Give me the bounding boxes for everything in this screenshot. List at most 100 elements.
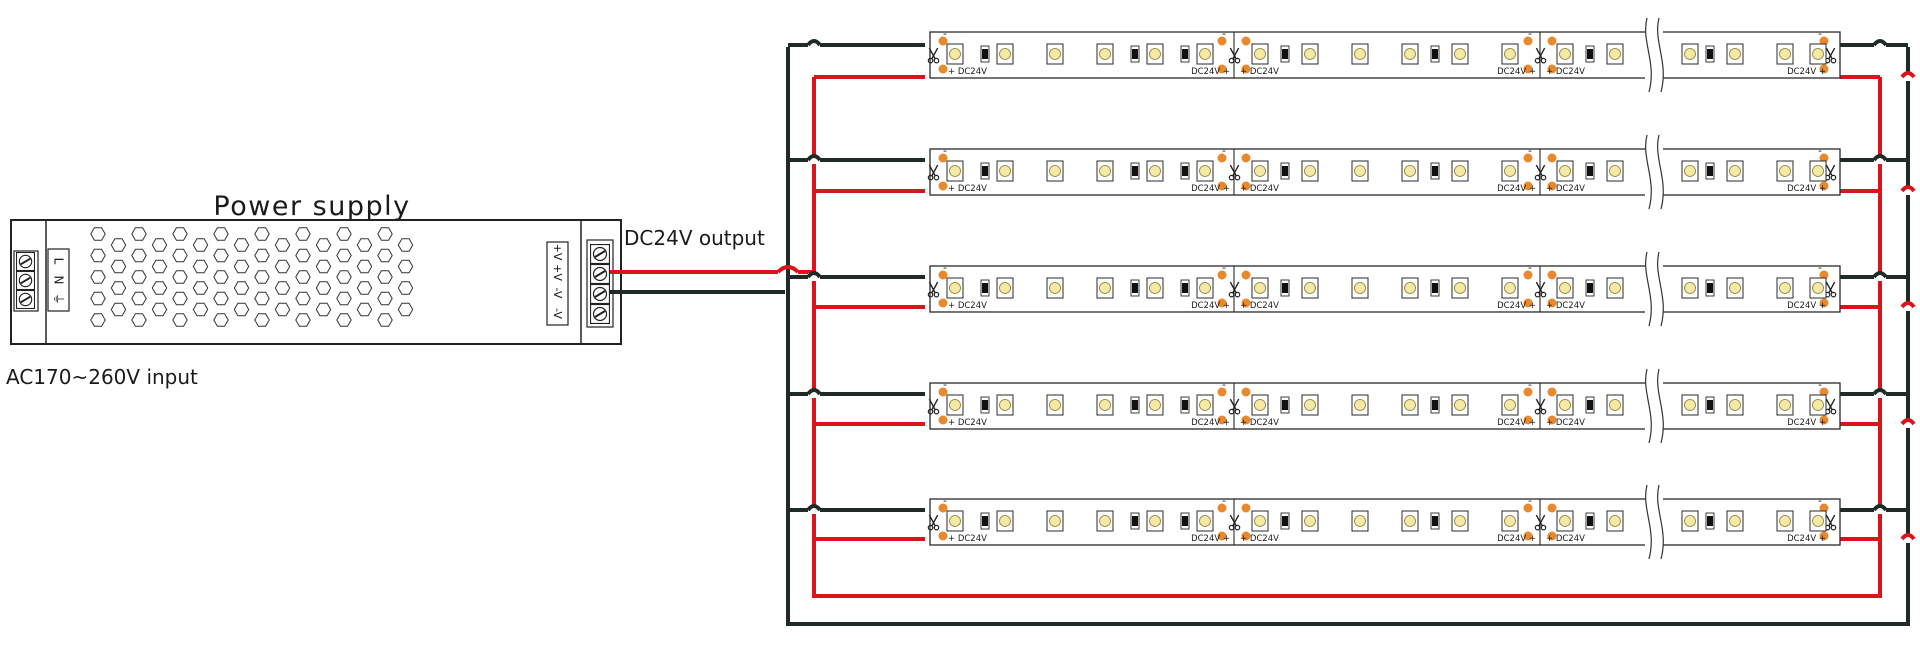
vent-hole <box>295 248 311 263</box>
strip-break-mark <box>1645 368 1652 444</box>
solder-pad <box>1241 64 1251 74</box>
wire-crossover <box>806 504 822 512</box>
led-dome <box>1354 48 1366 60</box>
solder-pad <box>1523 64 1533 74</box>
led-dome <box>1729 165 1741 177</box>
led-dome <box>1099 282 1111 294</box>
solder-pad <box>1819 270 1829 280</box>
led-dome <box>1779 48 1791 60</box>
solder-pad <box>938 298 948 308</box>
vent-hole <box>356 259 373 274</box>
strip-break-mark <box>1645 134 1652 210</box>
led-dome <box>1454 165 1466 177</box>
wire-crossover <box>806 271 822 279</box>
solder-pad <box>1547 531 1557 541</box>
minus-sign: - <box>1222 494 1226 507</box>
led-dome <box>1559 165 1571 177</box>
wiring <box>610 39 1916 626</box>
vent-hole <box>295 227 311 241</box>
vent-hole <box>110 302 127 317</box>
led-dome <box>1454 515 1466 527</box>
vent-hole <box>397 281 414 295</box>
led-strip-body <box>929 148 1841 196</box>
solder-pad <box>1217 153 1227 163</box>
solder-pad <box>1523 36 1533 46</box>
vent-hole <box>90 227 106 241</box>
voltage-label: + DC24V <box>1240 184 1279 194</box>
voltage-label: + DC24V <box>948 301 987 311</box>
solder-pad <box>1241 531 1251 541</box>
led-dome <box>1779 399 1791 411</box>
vent-hole <box>192 302 209 317</box>
led-dome <box>1504 399 1516 411</box>
led-dome <box>1254 399 1266 411</box>
solder-pad <box>1241 415 1251 425</box>
solder-pad <box>938 36 948 46</box>
led-dome <box>1729 48 1741 60</box>
vent-hole <box>151 238 168 252</box>
led-dome <box>1254 165 1266 177</box>
solder-pad <box>1523 181 1533 191</box>
dc-output-label: DC24V output <box>624 226 765 250</box>
minus-sign: - <box>943 378 947 391</box>
solder-pad <box>1547 415 1557 425</box>
ac-terminal-block <box>13 250 39 312</box>
solder-pad <box>1217 531 1227 541</box>
negative-return-wire <box>786 47 1910 626</box>
led-dome <box>1199 399 1211 411</box>
vent-hole <box>131 291 147 306</box>
vent-hole <box>172 227 188 241</box>
strip-break-mark <box>1657 134 1664 210</box>
vent-hole <box>151 281 168 295</box>
led-dome <box>1049 48 1061 60</box>
vent-hole <box>213 270 229 284</box>
led-dome <box>1609 48 1621 60</box>
strip-break-mark <box>1645 484 1652 560</box>
voltage-label: + DC24V <box>948 418 987 428</box>
solder-pad <box>1523 298 1533 308</box>
led-dome <box>1812 399 1824 411</box>
led-dome <box>1504 165 1516 177</box>
led-dome <box>1684 282 1696 294</box>
led-dome <box>1254 48 1266 60</box>
led-dome <box>1304 282 1316 294</box>
vent-hole <box>233 238 250 252</box>
solder-pad <box>1241 298 1251 308</box>
solder-pad <box>938 415 948 425</box>
vent-hole <box>377 291 393 306</box>
strip-break-mark <box>1657 484 1664 560</box>
solder-pad <box>1547 298 1557 308</box>
led-dome <box>1199 165 1211 177</box>
voltage-label: DC24V + <box>1191 534 1230 544</box>
led-dome <box>1684 48 1696 60</box>
vent-hole <box>172 248 188 263</box>
led-dome <box>1684 399 1696 411</box>
led-dome <box>1404 399 1416 411</box>
minus-sign: - <box>943 27 947 40</box>
vent-hole <box>295 291 311 306</box>
voltage-label: DC24V + <box>1191 184 1230 194</box>
wire-crossover <box>1872 504 1888 512</box>
screw-terminal-icon <box>16 252 35 271</box>
led-strip-body <box>929 31 1841 79</box>
vent-hole <box>90 313 106 327</box>
minus-sign: - <box>943 261 947 274</box>
solder-pad <box>1547 36 1557 46</box>
solder-pad <box>1523 387 1533 397</box>
led-dome <box>1199 515 1211 527</box>
vent-hole <box>110 238 127 252</box>
solder-pad <box>1819 415 1829 425</box>
led-dome <box>1149 48 1161 60</box>
strip-break-mark <box>1657 368 1664 444</box>
led-dome <box>1559 515 1571 527</box>
vent-hole <box>397 238 414 252</box>
vent-hole <box>110 281 127 295</box>
vent-hole <box>274 302 291 317</box>
led-dome <box>1812 48 1824 60</box>
minus-sign: - <box>1528 378 1532 391</box>
led-dome <box>949 399 961 411</box>
voltage-label: + DC24V <box>1546 418 1585 428</box>
voltage-label: + DC24V <box>1546 67 1585 77</box>
led-dome <box>1304 48 1316 60</box>
